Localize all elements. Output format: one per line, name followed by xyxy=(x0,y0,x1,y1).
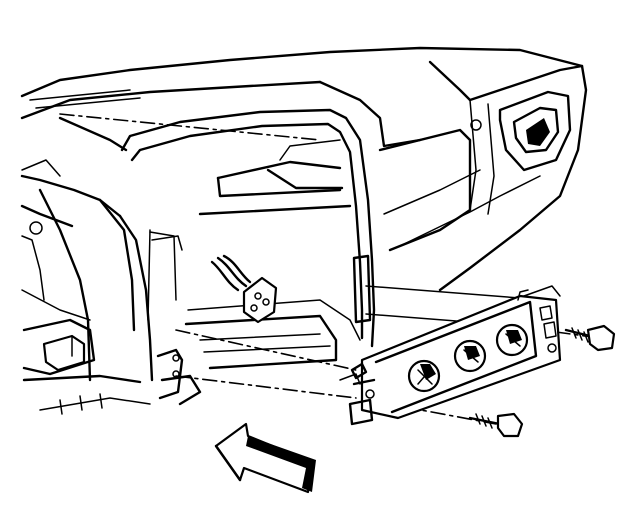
install-arrow xyxy=(214,422,316,494)
dashboard-top xyxy=(20,46,584,152)
left-panel xyxy=(20,159,202,415)
wiring-connector xyxy=(210,254,278,324)
lower-screw xyxy=(468,412,524,438)
vent-housing xyxy=(378,64,588,292)
control-module xyxy=(339,285,562,426)
upper-screw xyxy=(564,324,616,352)
